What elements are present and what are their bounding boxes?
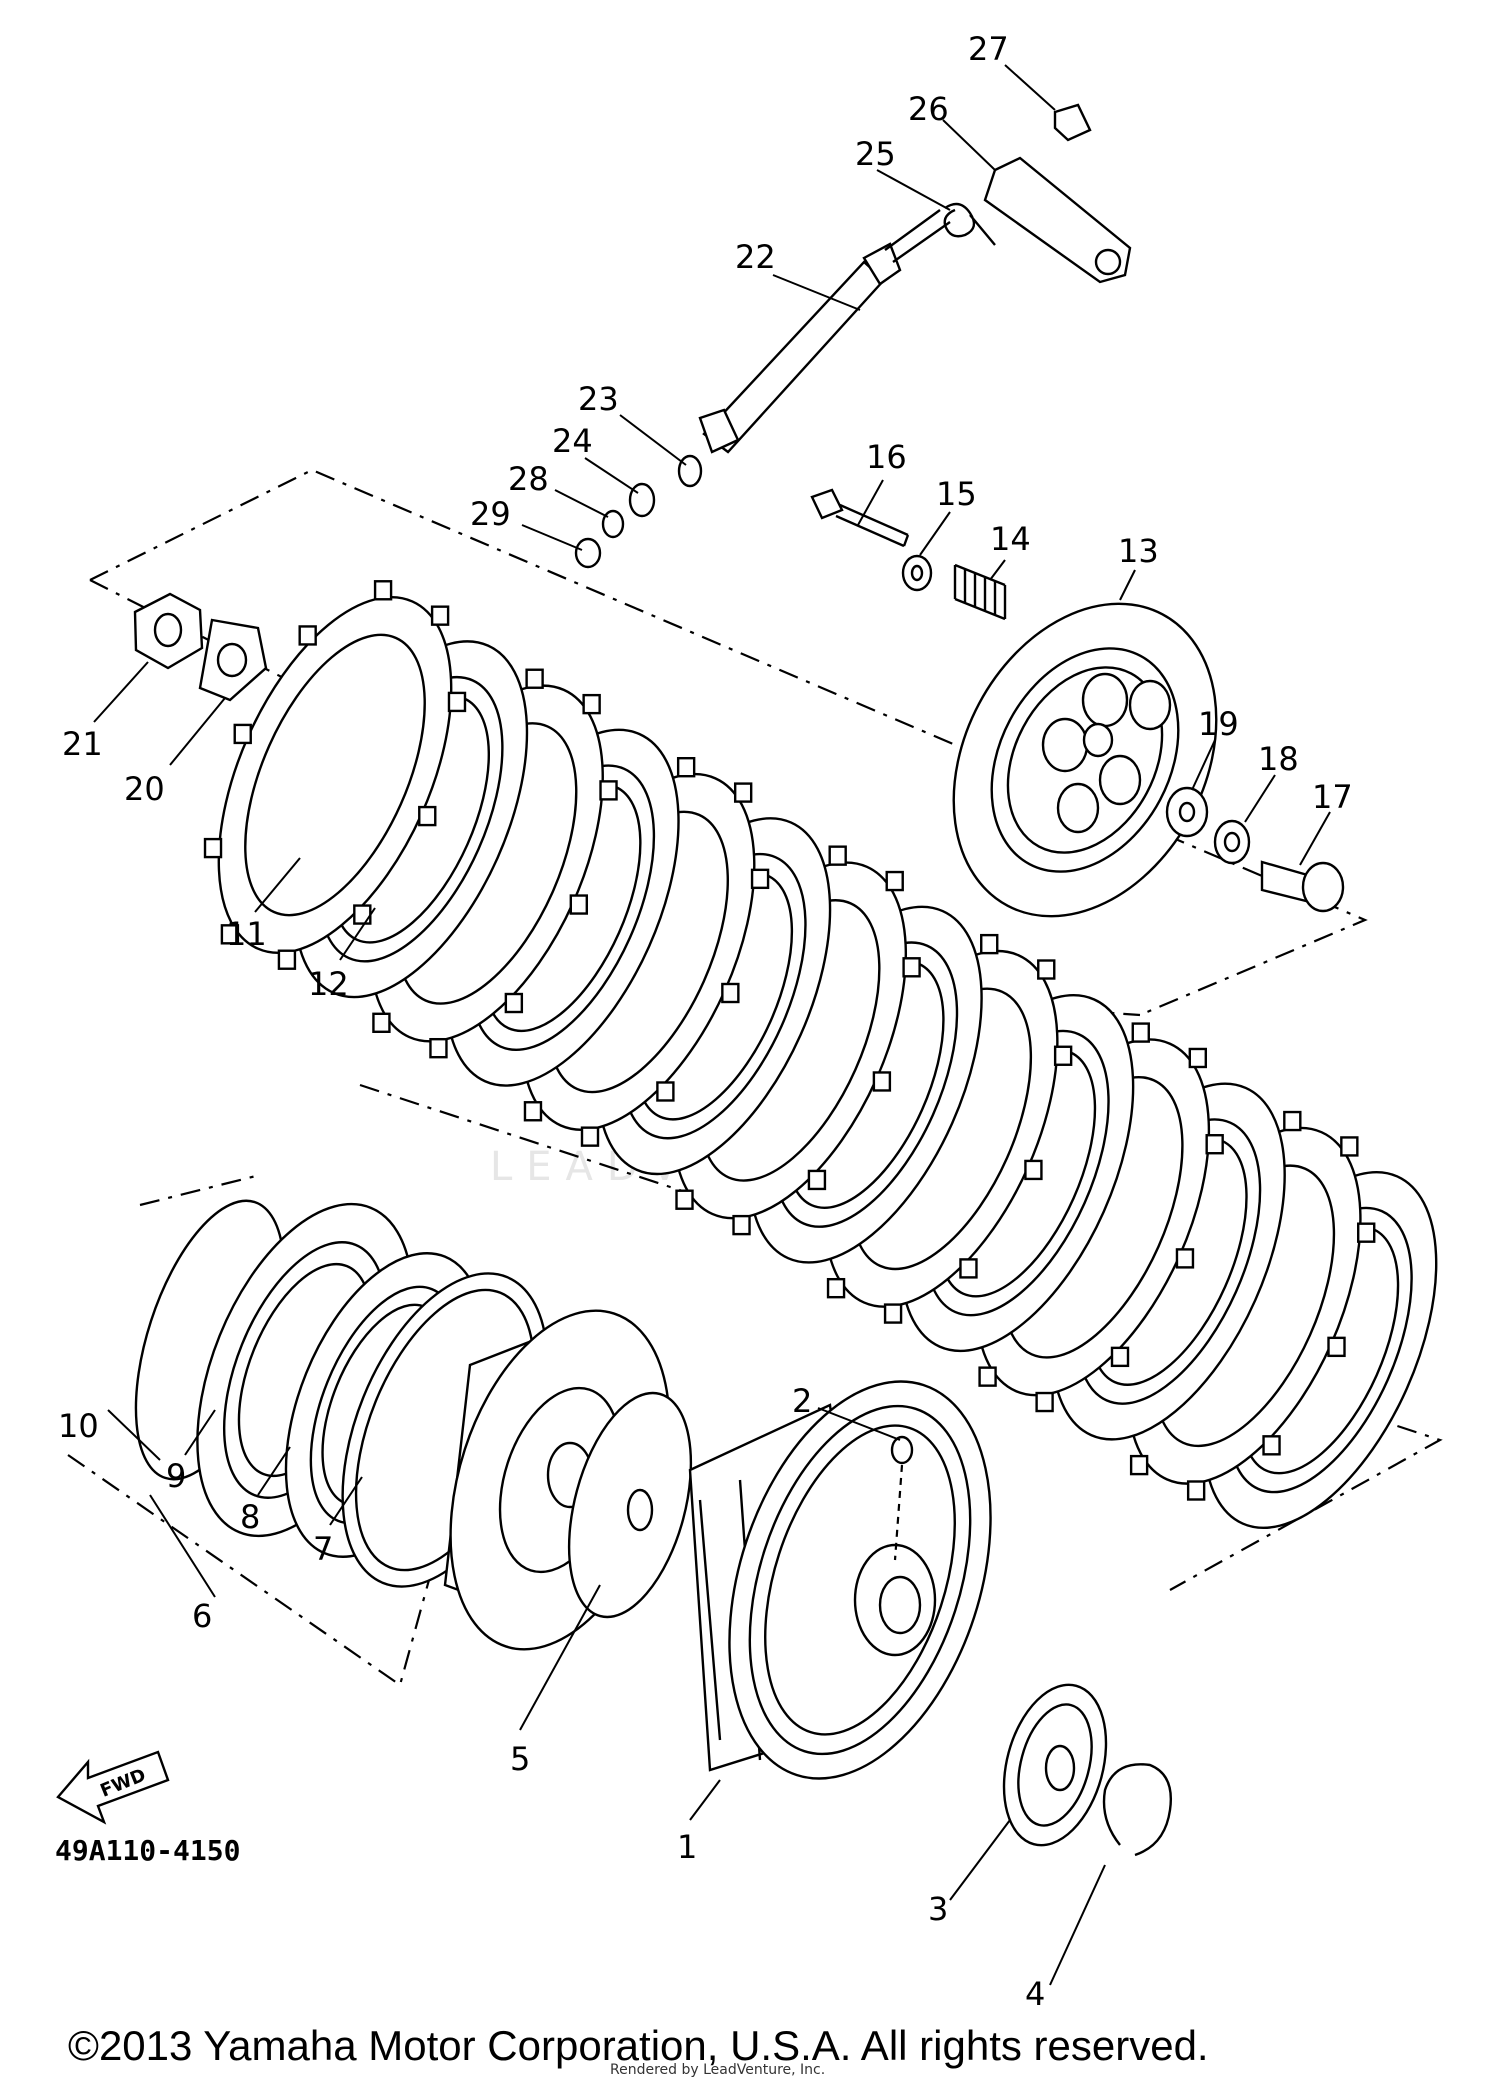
- washer-28: [601, 509, 625, 539]
- clutch-boss-nut: [133, 592, 204, 670]
- callout-11: 11: [226, 915, 267, 953]
- callout-5: 5: [510, 1740, 530, 1778]
- callout-6: 6: [192, 1597, 212, 1635]
- callout-1: 1: [677, 1828, 697, 1866]
- push-lever: [983, 156, 1132, 284]
- circlip: [1102, 1763, 1172, 1857]
- torsion-spring: [943, 202, 996, 246]
- clutch-plate-stack: [203, 580, 1438, 1530]
- washer: [901, 554, 933, 592]
- leader-lines: [93, 64, 1331, 1986]
- callout-13: 13: [1118, 532, 1159, 570]
- nut: [1213, 819, 1251, 865]
- oil-seal: [677, 454, 703, 488]
- push-rod: [1260, 860, 1345, 913]
- callout-9: 9: [166, 1457, 186, 1495]
- pressure-plate: [952, 602, 1218, 918]
- lever-nut: [1053, 103, 1092, 142]
- forward-arrow-icon: FWD: [56, 1750, 170, 1825]
- callout-12: 12: [308, 965, 349, 1003]
- thrust-washer: [567, 1391, 693, 1619]
- callout-15: 15: [936, 475, 977, 513]
- ball: [890, 1435, 914, 1465]
- callout-21: 21: [62, 725, 103, 763]
- render-credit: Rendered by LeadVenture, Inc.: [610, 2062, 825, 2078]
- callout-17: 17: [1312, 778, 1353, 816]
- copyright-notice: ©2013 Yamaha Motor Corporation, U.S.A. A…: [68, 2022, 1209, 2069]
- callout-19: 19: [1198, 705, 1239, 743]
- bolt: [810, 488, 910, 548]
- callout-10: 10: [58, 1407, 99, 1445]
- callout-29: 29: [470, 495, 511, 533]
- callout-2: 2: [792, 1382, 812, 1420]
- lock-washer: [198, 618, 268, 702]
- callout-24: 24: [552, 422, 593, 460]
- callout-18: 18: [1258, 740, 1299, 778]
- callout-22: 22: [735, 238, 776, 276]
- callout-23: 23: [578, 380, 619, 418]
- friction-plate: [203, 580, 467, 970]
- callout-27: 27: [968, 30, 1009, 68]
- callout-28: 28: [508, 460, 549, 498]
- circlip-29: [574, 537, 602, 569]
- push-lever-shaft: [698, 209, 951, 454]
- drive-gear: [1002, 1683, 1108, 1847]
- callout-7: 7: [313, 1530, 333, 1568]
- callout-3: 3: [928, 1890, 948, 1928]
- callout-16: 16: [866, 438, 907, 476]
- callout-labels: 1 2 3 4 5 6 7 8 9 10 11 12 13 14 15 16 1…: [58, 30, 1353, 2013]
- part-number-code: 49A110-4150: [55, 1834, 240, 1867]
- bushing: [628, 482, 656, 518]
- callout-14: 14: [990, 520, 1031, 558]
- bearing: [1165, 786, 1209, 838]
- callout-25: 25: [855, 135, 896, 173]
- callout-8: 8: [240, 1498, 260, 1536]
- callout-20: 20: [124, 770, 165, 808]
- callout-26: 26: [908, 90, 949, 128]
- callout-4: 4: [1025, 1975, 1045, 2013]
- clutch-housing: [688, 1380, 992, 1780]
- clutch-spring: [953, 563, 1007, 621]
